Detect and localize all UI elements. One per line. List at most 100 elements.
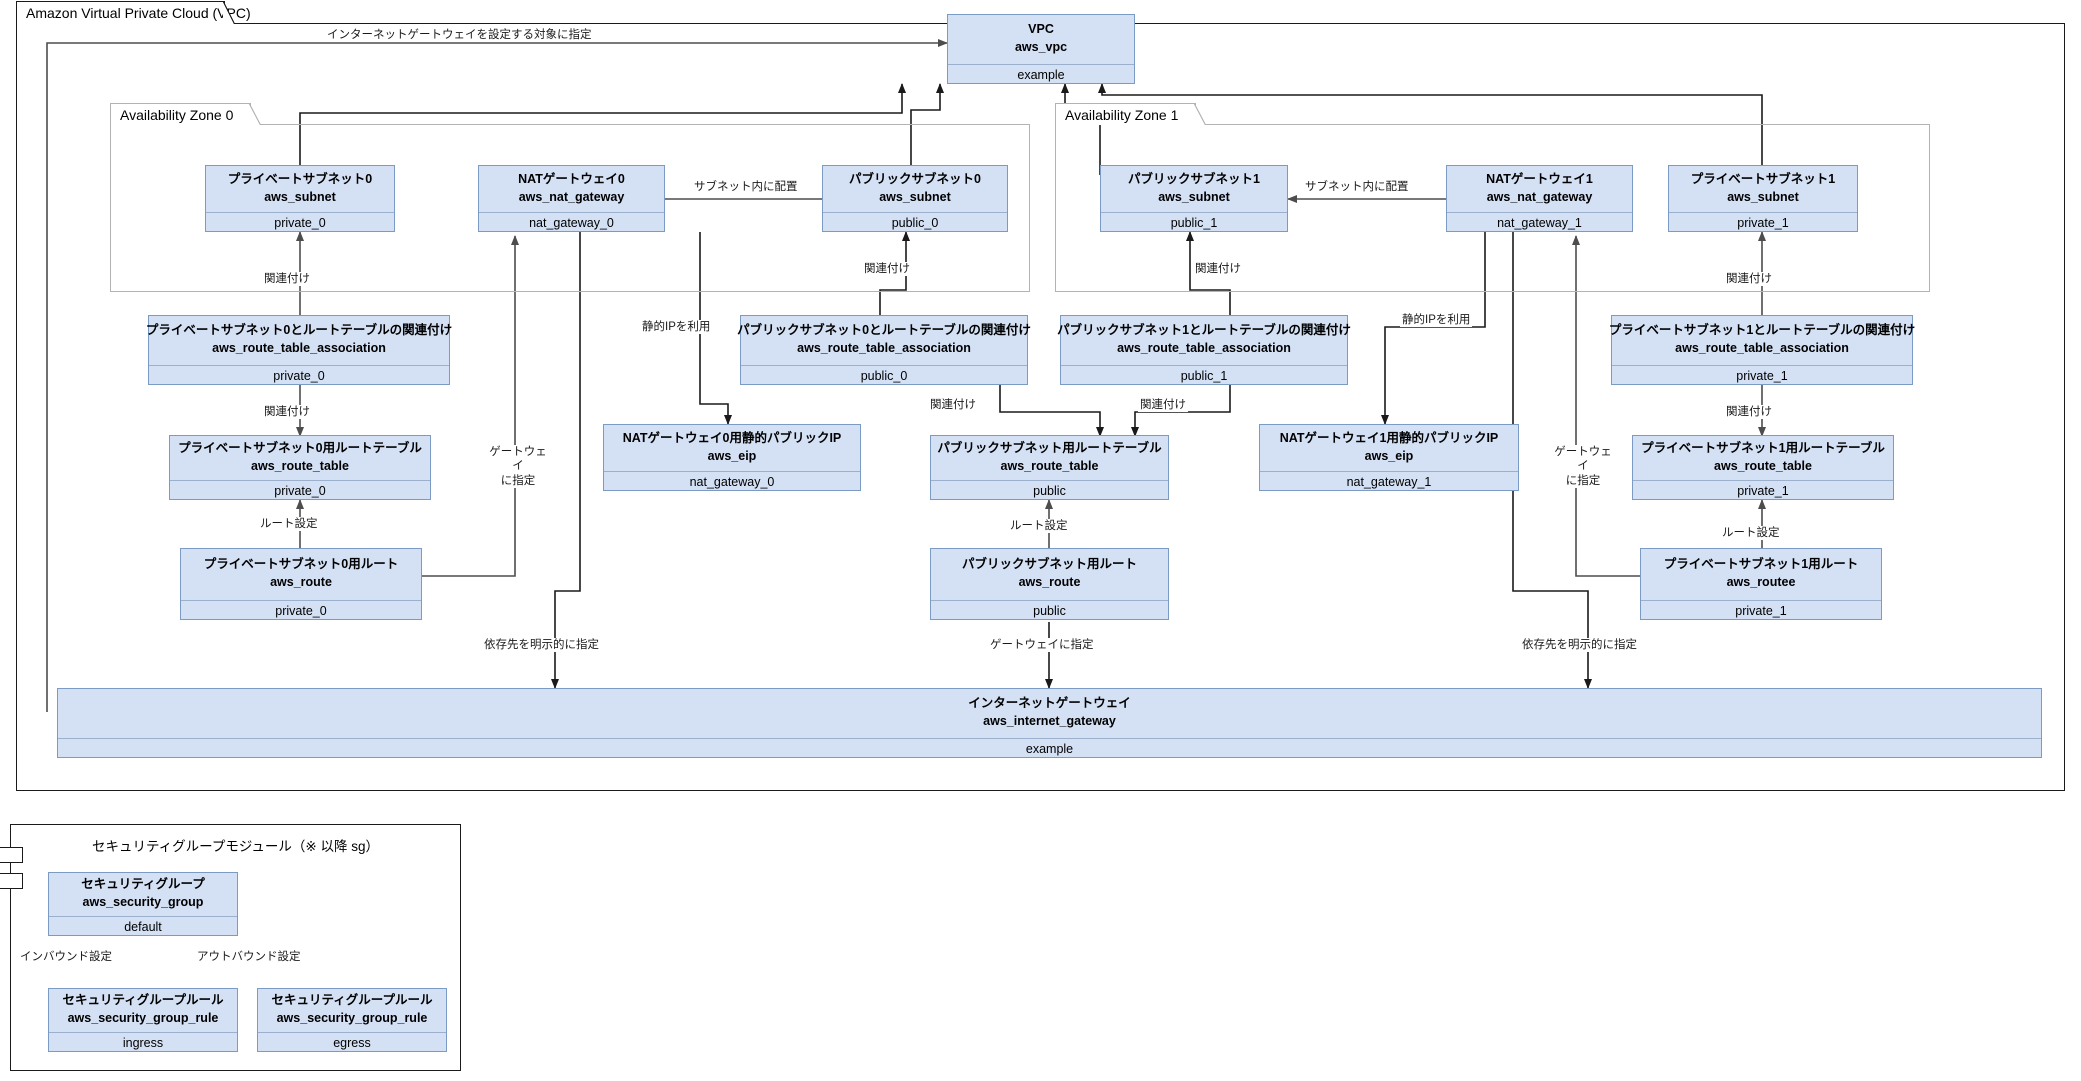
node-eip-nat-gateway-0-type: aws_eip — [707, 448, 757, 463]
container-az1-tab: Availability Zone 1 — [1055, 103, 1206, 125]
edge-label-assoc-pub1-rt: 関連付け — [1138, 398, 1188, 413]
node-nat-gateway-1[interactable]: NATゲートウェイ1 aws_nat_gateway nat_gateway_1 — [1446, 165, 1633, 232]
divider — [181, 600, 421, 601]
node-nat-gateway-0-name: nat_gateway_0 — [529, 216, 614, 230]
node-route-table-private-1-type: aws_route_table — [1714, 458, 1812, 473]
node-assoc-private-1-header: プライベートサブネット1とルートテーブルの関連付け aws_route_tabl… — [1609, 316, 1915, 365]
node-sg-rule-egress-type: aws_security_group_rule — [276, 1011, 428, 1025]
node-sg-rule-ingress-type: aws_security_group_rule — [67, 1011, 219, 1025]
node-eip-nat-gateway-1-header: NATゲートウェイ1用静的パブリックIP aws_eip — [1260, 425, 1518, 471]
edge-label-assoc-priv1-rt: 関連付け — [1724, 405, 1774, 420]
node-public-subnet-0-title: パブリックサブネット0 — [849, 171, 981, 186]
node-private-subnet-1-header: プライベートサブネット1 aws_subnet — [1669, 166, 1857, 212]
container-sg-module-label: セキュリティグループモジュール（※ 以降 sg） — [91, 839, 379, 854]
node-assoc-public-0-header: パブリックサブネット0とルートテーブルの関連付け aws_route_table… — [737, 316, 1031, 365]
node-sg-rule-egress-name: egress — [333, 1036, 371, 1050]
divider — [258, 1032, 446, 1033]
node-route-private-0-type: aws_route — [270, 575, 332, 589]
node-private-subnet-1-title: プライベートサブネット1 — [1690, 171, 1836, 186]
node-route-private-0-name: private_0 — [275, 604, 327, 618]
node-assoc-private-0-header: プライベートサブネット0とルートテーブルの関連付け aws_route_tabl… — [146, 316, 452, 365]
node-nat-gateway-0[interactable]: NATゲートウェイ0 aws_nat_gateway nat_gateway_0 — [478, 165, 665, 232]
divider — [823, 212, 1007, 213]
node-route-table-private-1[interactable]: プライベートサブネット1用ルートテーブル aws_route_table pri… — [1632, 435, 1894, 500]
node-route-table-private-0-name: private_0 — [274, 484, 326, 498]
edge-label-assoc-pub0-subnet: 関連付け — [862, 262, 912, 277]
node-vpc[interactable]: VPC aws_vpc example — [947, 14, 1135, 84]
node-route-table-private-1-header: プライベートサブネット1用ルートテーブル aws_route_table — [1633, 436, 1893, 480]
node-route-table-private-0[interactable]: プライベートサブネット0用ルートテーブル aws_route_table pri… — [169, 435, 431, 500]
divider — [1061, 365, 1347, 366]
node-eip-nat-gateway-0-title: NATゲートウェイ0用静的パブリックIP — [622, 430, 842, 445]
node-assoc-private-1-name: private_1 — [1736, 369, 1788, 383]
node-public-subnet-0-header: パブリックサブネット0 aws_subnet — [823, 166, 1007, 212]
divider — [931, 600, 1168, 601]
node-public-subnet-0[interactable]: パブリックサブネット0 aws_subnet public_0 — [822, 165, 1008, 232]
node-sg-rule-ingress-name: ingress — [122, 1036, 164, 1050]
container-az0-label: Availability Zone 0 — [120, 106, 234, 123]
node-assoc-public-0[interactable]: パブリックサブネット0とルートテーブルの関連付け aws_route_table… — [737, 315, 1031, 385]
node-nat-gateway-0-title: NATゲートウェイ0 — [518, 171, 625, 186]
edge-label-assoc-priv1-subnet: 関連付け — [1724, 272, 1774, 287]
node-private-subnet-1-name: private_1 — [1737, 216, 1789, 230]
divider — [604, 471, 860, 472]
edge-label-depends-on-1: 依存先を明示的に指定 — [1520, 638, 1639, 653]
node-route-table-public-type: aws_route_table — [1000, 458, 1099, 473]
node-route-table-private-0-header: プライベートサブネット0用ルートテーブル aws_route_table — [170, 436, 430, 480]
node-security-group-title: セキュリティグループ — [81, 877, 205, 892]
node-route-private-1-name: private_1 — [1735, 604, 1787, 618]
node-eip-nat-gateway-1-title: NATゲートウェイ1用静的パブリックIP — [1279, 430, 1499, 445]
edge-label-assoc-priv0-rt: 関連付け — [262, 405, 312, 420]
divider — [149, 365, 449, 366]
edge-label-gateway-private-1-line2: に指定 — [1565, 474, 1601, 487]
node-private-subnet-1[interactable]: プライベートサブネット1 aws_subnet private_1 — [1668, 165, 1858, 232]
node-route-private-1[interactable]: プライベートサブネット1用ルート aws_routee private_1 — [1640, 548, 1882, 620]
container-availability-zone-1: Availability Zone 1 — [1055, 103, 1930, 292]
node-assoc-public-1[interactable]: パブリックサブネット1とルートテーブルの関連付け aws_route_table… — [1057, 315, 1351, 385]
node-security-group-rule-ingress[interactable]: セキュリティグループルール aws_security_group_rule in… — [48, 988, 238, 1052]
node-public-subnet-0-type: aws_subnet — [879, 189, 951, 204]
edge-label-gateway-private-0: ゲートウェイ に指定 — [482, 445, 554, 489]
edge-label-gateway-private-1: ゲートウェイ に指定 — [1547, 445, 1619, 489]
node-eip-nat-gateway-0[interactable]: NATゲートウェイ0用静的パブリックIP aws_eip nat_gateway… — [603, 424, 861, 491]
node-internet-gateway-name: example — [1025, 742, 1074, 756]
node-assoc-private-0[interactable]: プライベートサブネット0とルートテーブルの関連付け aws_route_tabl… — [146, 315, 452, 385]
node-assoc-public-0-type: aws_route_table_association — [797, 341, 971, 355]
node-eip-nat-gateway-1[interactable]: NATゲートウェイ1用静的パブリックIP aws_eip nat_gateway… — [1259, 424, 1519, 491]
edge-label-assoc-pub1-subnet: 関連付け — [1193, 262, 1243, 277]
divider — [1641, 600, 1881, 601]
node-internet-gateway[interactable]: インターネットゲートウェイ aws_internet_gateway examp… — [57, 688, 2042, 758]
divider — [49, 916, 237, 917]
node-route-table-private-0-title: プライベートサブネット0用ルートテーブル — [178, 440, 422, 455]
node-route-public-header: パブリックサブネット用ルート aws_route — [931, 549, 1168, 600]
node-assoc-private-1[interactable]: プライベートサブネット1とルートテーブルの関連付け aws_route_tabl… — [1609, 315, 1915, 385]
node-security-group-type: aws_security_group — [82, 895, 204, 909]
divider — [58, 738, 2041, 739]
node-nat-gateway-1-title: NATゲートウェイ1 — [1486, 171, 1593, 186]
tab-fold-icon — [1194, 103, 1206, 125]
node-security-group[interactable]: セキュリティグループ aws_security_group default — [48, 872, 238, 936]
edge-label-gateway-private-0-line1: ゲートウェイ — [489, 446, 547, 473]
node-route-public[interactable]: パブリックサブネット用ルート aws_route public — [930, 548, 1169, 620]
node-route-private-0[interactable]: プライベートサブネット0用ルート aws_route private_0 — [180, 548, 422, 620]
node-eip-nat-gateway-1-name: nat_gateway_1 — [1346, 475, 1432, 489]
module-lug-top — [0, 847, 23, 863]
edge-label-gateway-private-1-line1: ゲートウェイ — [1554, 446, 1612, 473]
node-public-subnet-1[interactable]: パブリックサブネット1 aws_subnet public_1 — [1100, 165, 1288, 232]
node-eip-nat-gateway-0-name: nat_gateway_0 — [689, 475, 775, 489]
node-assoc-public-1-name: public_1 — [1180, 369, 1228, 383]
node-route-table-public-name: public — [1033, 484, 1066, 498]
node-assoc-public-0-title: パブリックサブネット0とルートテーブルの関連付け — [737, 323, 1031, 338]
edge-label-gateway-private-0-line2: に指定 — [500, 474, 536, 487]
node-public-subnet-1-name: public_1 — [1170, 216, 1218, 230]
node-sg-rule-egress-header: セキュリティグループルール aws_security_group_rule — [258, 989, 446, 1032]
node-security-group-rule-egress[interactable]: セキュリティグループルール aws_security_group_rule eg… — [257, 988, 447, 1052]
node-private-subnet-0-title: プライベートサブネット0 — [227, 171, 373, 186]
container-az1-label: Availability Zone 1 — [1065, 106, 1179, 123]
node-route-table-public[interactable]: パブリックサブネット用ルートテーブル aws_route_table publi… — [930, 435, 1169, 500]
divider — [1447, 212, 1632, 213]
node-private-subnet-0[interactable]: プライベートサブネット0 aws_subnet private_0 — [205, 165, 395, 232]
node-route-table-public-header: パブリックサブネット用ルートテーブル aws_route_table — [931, 436, 1168, 480]
module-lug-bottom — [0, 873, 23, 889]
edge-label-depends-on-0: 依存先を明示的に指定 — [482, 638, 601, 653]
